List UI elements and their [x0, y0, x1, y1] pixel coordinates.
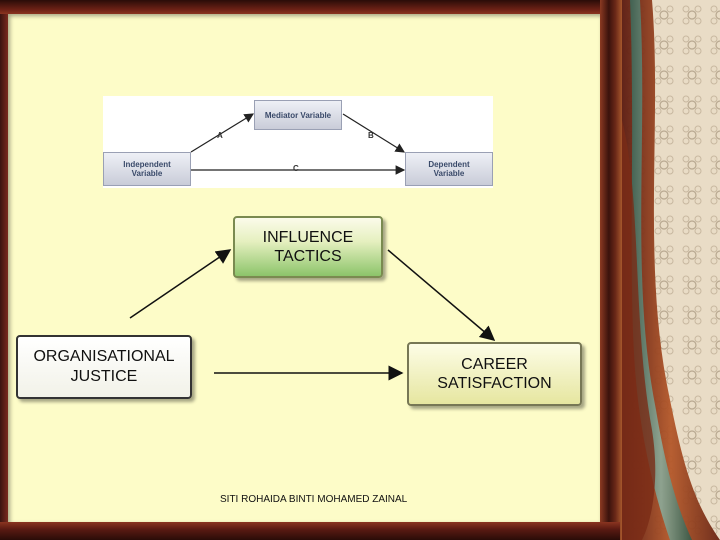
- frame-right-border: [600, 0, 622, 540]
- ref-dependent-box: Dependent Variable: [405, 152, 493, 186]
- path-b-arrow: [342, 113, 406, 153]
- influence-to-career-arrow: [387, 249, 496, 341]
- reference-mediation-diagram: Mediator Variable Independent Variable D…: [103, 96, 493, 188]
- frame-bottom-border: [0, 522, 620, 540]
- decorative-pattern-panel: [622, 0, 720, 540]
- reference-arrows: [190, 113, 406, 175]
- ref-path-label-c: C: [293, 164, 299, 173]
- influence-tactics-box: INFLUENCE TACTICS: [233, 216, 383, 278]
- path-a-arrow: [190, 113, 255, 153]
- ref-path-label-b: B: [368, 131, 374, 140]
- justice-to-influence-arrow: [129, 249, 232, 319]
- career-satisfaction-box: CAREER SATISFACTION: [407, 342, 582, 406]
- slide-footer-author: SITI ROHAIDA BINTI MOHAMED ZAINAL: [220, 494, 408, 505]
- ref-mediator-box: Mediator Variable: [254, 100, 342, 130]
- floral-pattern-icon: [622, 0, 720, 540]
- frame-top-border: [0, 0, 620, 14]
- frame-left-border: [0, 0, 8, 540]
- ref-independent-box: Independent Variable: [103, 152, 191, 186]
- organisational-justice-box: ORGANISATIONAL JUSTICE: [16, 335, 192, 399]
- ref-path-label-a: A: [217, 131, 223, 140]
